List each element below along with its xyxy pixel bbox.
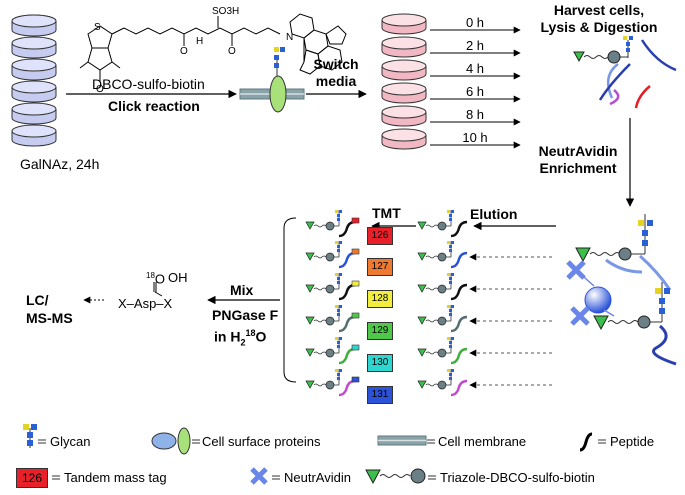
legend-graphics xyxy=(23,424,606,485)
chem-o-label-3: O xyxy=(96,84,104,95)
culture-dish xyxy=(381,13,427,35)
chem-o-label-2: O xyxy=(228,46,236,57)
culture-dish xyxy=(11,124,57,147)
chem-n-label: N xyxy=(286,32,294,43)
harvest-label-line1: Harvest cells, xyxy=(553,2,645,18)
galnaz-label: GalNAz, 24h xyxy=(20,156,100,172)
timepoint-label: 0 h xyxy=(465,15,485,30)
membrane-protein-illustration xyxy=(239,47,305,113)
culture-dish xyxy=(381,82,427,104)
peptide-rows xyxy=(305,210,468,397)
tmt-labeled-peptide xyxy=(305,273,360,301)
biotin-legend-icon xyxy=(365,468,436,485)
timepoint-arrows xyxy=(430,26,521,149)
neutravidin-label-line1: NeutrAvidin xyxy=(538,143,618,159)
eluted-peptide xyxy=(417,241,468,269)
tmt-tag-126: 126 xyxy=(367,227,393,245)
timepoint-label: 8 h xyxy=(465,107,485,122)
culture-dish xyxy=(11,58,57,81)
legend-neutravidin-label: NeutrAvidin xyxy=(284,470,351,485)
protein-legend-icon xyxy=(151,427,200,455)
culture-dish xyxy=(11,14,57,37)
lcms-label-line1: LC/ xyxy=(26,292,49,308)
culture-dish xyxy=(381,36,427,58)
tmt-tag-130: 130 xyxy=(367,354,393,372)
tmt-tag-131: 131 xyxy=(367,386,393,404)
elution-label: Elution xyxy=(470,206,518,222)
eluted-peptide xyxy=(417,273,468,301)
chem-o-label: O xyxy=(180,46,188,57)
digested-peptides xyxy=(573,36,677,109)
tmt-labeled-peptide xyxy=(305,337,360,365)
eluted-peptide xyxy=(417,337,468,365)
eluted-peptide xyxy=(417,305,468,333)
chem-s-label: S xyxy=(94,22,101,33)
membrane-legend-icon xyxy=(377,435,435,446)
chem-so3h-label: SO3H xyxy=(212,6,240,17)
pooling-bracket xyxy=(283,217,297,383)
neutravidin-label-line2: Enrichment xyxy=(539,160,617,176)
tmt-tag-127: 127 xyxy=(367,258,393,276)
tmt-tag-129: 129 xyxy=(367,322,393,340)
product-oh-label: OH xyxy=(168,270,188,285)
tmt-tag-128: 128 xyxy=(367,290,393,308)
tag-legend-equals xyxy=(52,475,60,480)
product-chain-label: X–Asp–X xyxy=(118,296,173,311)
culture-dish xyxy=(11,36,57,59)
tmt-label: TMT xyxy=(372,205,401,221)
culture-dish xyxy=(11,102,57,125)
legend-membrane-label: Cell membrane xyxy=(438,434,527,449)
click-reaction-label: Click reaction xyxy=(108,98,200,114)
dbco-sulfo-biotin-structure xyxy=(79,13,347,82)
product-o-label: 18O xyxy=(146,271,166,287)
legend-tag-sample: 126 xyxy=(16,468,48,488)
switch-label-line1: Switch xyxy=(313,56,359,72)
peptide-legend-icon xyxy=(579,432,606,452)
tmt-labeled-peptide xyxy=(305,210,360,238)
legend-tag-label: Tandem mass tag xyxy=(64,470,167,485)
timepoint-label: 10 h xyxy=(462,130,488,145)
lcms-label-line2: MS-MS xyxy=(26,310,73,326)
timepoint-label: 2 h xyxy=(465,38,485,53)
mix-label: Mix xyxy=(230,282,254,298)
culture-dish xyxy=(381,59,427,81)
bead-icon xyxy=(584,286,612,314)
legend-biotin-label: Triazole-DBCO-sulfo-biotin xyxy=(440,470,595,485)
galnaz-dish-stack xyxy=(11,14,57,147)
legend-proteins-label: Cell surface proteins xyxy=(202,434,321,449)
timecourse-dish-stack xyxy=(381,13,427,150)
neutravidin-cross-icon xyxy=(570,306,590,326)
pngase-label-line1: PNGase F xyxy=(212,307,279,323)
dashed-arrows xyxy=(469,253,552,389)
legend-peptide-label: Peptide xyxy=(610,434,655,449)
biotin-tag-icon xyxy=(573,50,621,64)
reagent-label: DBCO-sulfo-biotin xyxy=(92,76,205,92)
culture-dish xyxy=(11,80,57,103)
culture-dish xyxy=(381,105,427,127)
product-structure xyxy=(153,282,163,297)
culture-dish xyxy=(381,128,427,150)
neutravidin-legend-icon xyxy=(250,467,268,485)
tmt-labeled-peptide xyxy=(305,305,360,333)
tmt-labeled-peptide xyxy=(305,369,360,397)
legend-glycan-label: Glycan xyxy=(50,434,91,449)
neutravidin-bead-complex xyxy=(566,214,677,366)
eluted-peptide xyxy=(417,210,468,238)
pngase-label-line2: in H218O xyxy=(214,328,267,348)
harvest-label-line2: Lysis & Digestion xyxy=(540,19,658,35)
switch-label-line2: media xyxy=(315,73,357,89)
tmt-labeled-peptide xyxy=(305,241,360,269)
eluted-peptide xyxy=(417,369,468,397)
timepoint-label: 6 h xyxy=(465,84,485,99)
glycan-legend-icon xyxy=(23,424,46,448)
chem-h-label: H xyxy=(196,36,204,47)
timepoint-label: 4 h xyxy=(465,61,485,76)
